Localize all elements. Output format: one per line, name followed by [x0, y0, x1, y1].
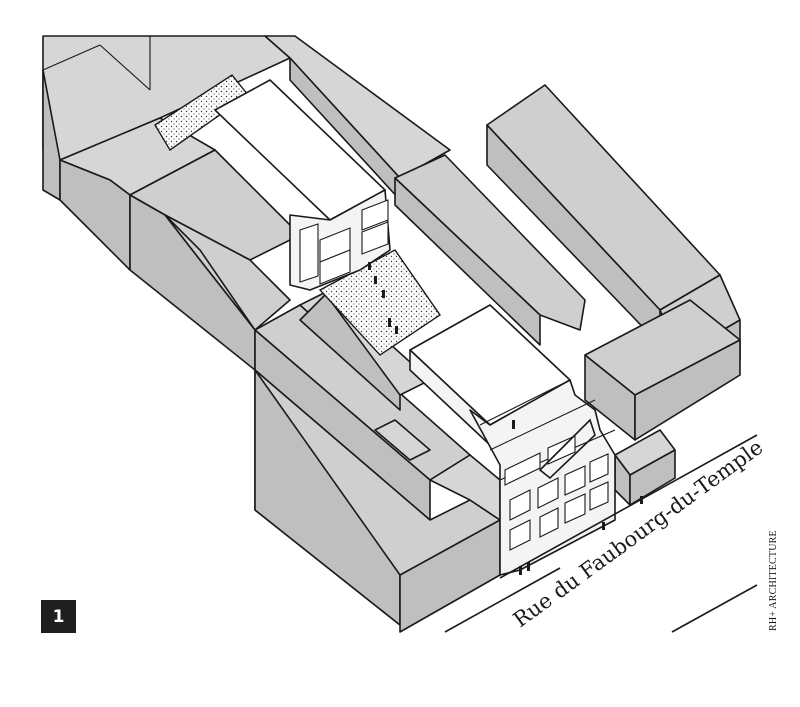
street [444, 434, 758, 633]
street-curb-near [499, 434, 758, 579]
credit-label: RH+ ARCHITECTURE [768, 530, 779, 631]
new-buildings [214, 79, 616, 576]
new-building-front-facade [469, 379, 616, 576]
figure-number-badge: 1 [41, 600, 76, 633]
street-curb-far [444, 567, 561, 633]
figure-number: 1 [52, 606, 65, 627]
existing-buildings [42, 35, 741, 633]
